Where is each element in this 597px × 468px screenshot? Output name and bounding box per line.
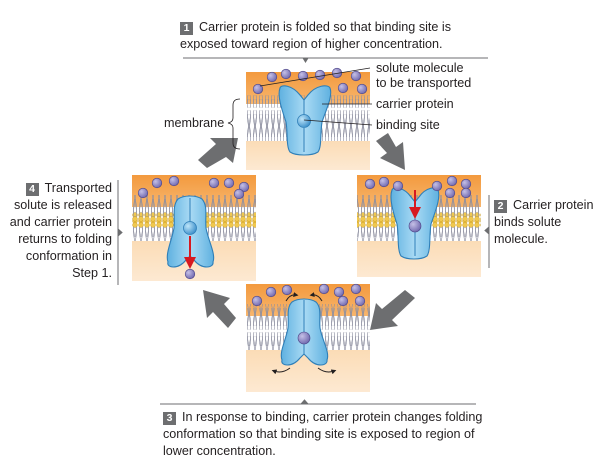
cycle-arrows [198, 133, 415, 330]
solute-label-line-1: solute molecule [376, 61, 464, 75]
caption-rules [117, 57, 490, 405]
arrow-2-to-3 [370, 290, 415, 330]
arrow-1-to-2 [376, 133, 405, 170]
binding-site-icon [297, 114, 311, 128]
carrier-protein-label: carrier protein [376, 97, 454, 111]
binding-site-label: binding site [376, 118, 440, 132]
step-4-number-badge: 4 [25, 183, 39, 196]
panel-step-2 [357, 175, 481, 277]
panel-step-1 [246, 67, 370, 170]
panel-step-3 [246, 283, 370, 392]
step-2-text: Carrier protein binds solute molecule. [494, 198, 594, 246]
label-leaders [227, 67, 373, 150]
step-1-text: Carrier protein is folded so that bindin… [180, 20, 452, 51]
solute-molecule-label: solute molecule to be transported [376, 61, 471, 91]
step-1-number-badge: 1 [180, 22, 193, 35]
arrow-4-to-1 [198, 138, 238, 168]
step-2-number-badge: 2 [494, 200, 507, 213]
arrow-3-to-4 [203, 290, 236, 328]
panel-step-4 [132, 175, 256, 281]
step-3-text: In response to binding, carrier protein … [163, 410, 483, 458]
solute-molecule-icon [252, 83, 264, 95]
step-3-number-badge: 3 [163, 412, 176, 425]
solute-label-line-2: to be transported [376, 76, 472, 90]
membrane-label: membrane [164, 116, 225, 130]
step-4-text: Transported solute is released and carri… [9, 181, 112, 280]
